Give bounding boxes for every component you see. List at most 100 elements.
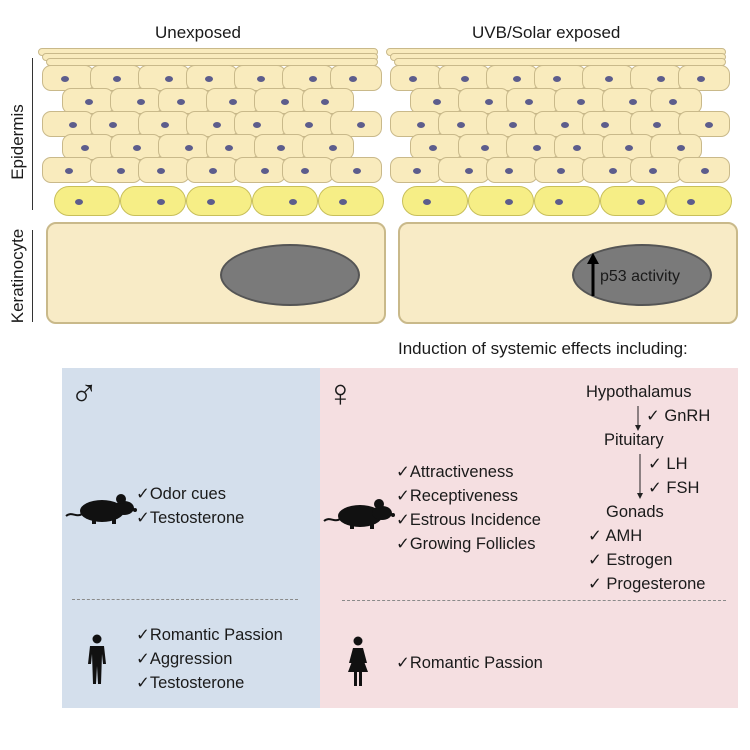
basal-cell [666, 186, 732, 216]
cell-nucleus [353, 168, 361, 174]
cell-nucleus [637, 199, 645, 205]
epidermis-label: Epidermis [8, 104, 27, 180]
gnrh-label: ✓ GnRH [646, 407, 711, 425]
cell-nucleus [133, 145, 141, 151]
cell-nucleus [413, 168, 421, 174]
epidermal-cell [330, 65, 382, 91]
cell-nucleus [629, 99, 637, 105]
epidermis-uvb-exposed [386, 48, 736, 218]
epidermal-cell [234, 65, 286, 91]
cell-nucleus [113, 76, 121, 82]
cell-nucleus [213, 122, 221, 128]
epidermal-cell [650, 134, 702, 160]
fsh-label: ✓ FSH [648, 479, 700, 497]
male-human-item: ✓Aggression [136, 650, 233, 668]
cell-nucleus [553, 76, 561, 82]
cell-nucleus [625, 145, 633, 151]
cell-nucleus [505, 199, 513, 205]
keratinocyte-bracket-line [32, 230, 33, 322]
cell-nucleus [253, 122, 261, 128]
epidermal-cell [158, 134, 210, 160]
cell-nucleus [457, 122, 465, 128]
cell-nucleus [309, 76, 317, 82]
header-uvb-exposed: UVB/Solar exposed [472, 23, 621, 42]
epidermal-cell [458, 134, 510, 160]
down-arrow-icon [635, 406, 641, 431]
cell-nucleus [261, 168, 269, 174]
basal-cell [402, 186, 468, 216]
epidermal-cell [678, 157, 730, 183]
epidermal-cell [90, 111, 142, 137]
female-mouse-item: ✓Attractiveness [396, 463, 514, 481]
epidermal-cell [678, 65, 730, 91]
epidermal-cell [282, 111, 334, 137]
cell-nucleus [423, 199, 431, 205]
cell-nucleus [81, 145, 89, 151]
cell-nucleus [653, 122, 661, 128]
epidermal-cell [110, 134, 162, 160]
epidermal-cell [42, 157, 94, 183]
mouse-icon [65, 494, 137, 524]
epidermal-cell [630, 157, 682, 183]
epidermal-cell [486, 157, 538, 183]
cell-nucleus [555, 199, 563, 205]
cell-nucleus [669, 99, 677, 105]
cell-nucleus [209, 168, 217, 174]
epidermal-cell [254, 134, 306, 160]
cell-nucleus [409, 76, 417, 82]
epidermal-cell [390, 157, 442, 183]
keratinocyte-unexposed [46, 222, 386, 324]
cell-nucleus [525, 99, 533, 105]
basal-cell [318, 186, 384, 216]
epidermal-cell [138, 157, 190, 183]
cell-nucleus [577, 99, 585, 105]
epidermal-cell [302, 134, 354, 160]
up-arrow-icon [587, 253, 599, 296]
cell-nucleus [329, 145, 337, 151]
epidermal-cell [234, 157, 286, 183]
male-human-item: ✓Testosterone [136, 674, 245, 692]
cell-nucleus [85, 99, 93, 105]
cell-nucleus [357, 122, 365, 128]
basal-cell [252, 186, 318, 216]
epidermal-cell [534, 111, 586, 137]
cell-nucleus [277, 145, 285, 151]
cell-nucleus [289, 199, 297, 205]
keratinocyte-uvb-exposed: p53 activity [398, 222, 738, 324]
pituitary-label: Pituitary [604, 431, 664, 449]
male-human-item: ✓Romantic Passion [136, 626, 283, 644]
man-icon [88, 634, 106, 684]
cell-nucleus [117, 168, 125, 174]
progesterone-label: ✓ Progesterone [588, 575, 706, 593]
cell-nucleus [177, 99, 185, 105]
epidermis-unexposed [38, 48, 388, 218]
female-symbol-icon: ♀ [326, 373, 355, 415]
lh-label: ✓ LH [648, 455, 688, 473]
cell-nucleus [513, 76, 521, 82]
cell-nucleus [677, 145, 685, 151]
cell-nucleus [281, 99, 289, 105]
epidermal-cell [282, 157, 334, 183]
cell-nucleus [481, 145, 489, 151]
epidermal-cell [582, 65, 634, 91]
mouse-icon [323, 499, 395, 529]
gonads-label: Gonads [606, 503, 664, 521]
cell-nucleus [687, 199, 695, 205]
cell-nucleus [573, 145, 581, 151]
epidermal-cell [582, 157, 634, 183]
cell-nucleus [433, 99, 441, 105]
cell-nucleus [61, 76, 69, 82]
cell-nucleus [349, 76, 357, 82]
cell-nucleus [485, 99, 493, 105]
epidermal-cell [330, 157, 382, 183]
cell-nucleus [161, 122, 169, 128]
cell-nucleus [605, 76, 613, 82]
cell-nucleus [305, 122, 313, 128]
female-panel: ♀ ✓Attractiveness ✓Receptiveness ✓Estrou… [320, 368, 738, 708]
p53-activity-label: p53 activity [600, 268, 681, 285]
basal-cell [120, 186, 186, 216]
epidermis-bracket-line [32, 58, 33, 210]
female-mouse-item: ✓Receptiveness [396, 487, 519, 505]
epidermal-cell [438, 157, 490, 183]
divider [72, 599, 298, 600]
